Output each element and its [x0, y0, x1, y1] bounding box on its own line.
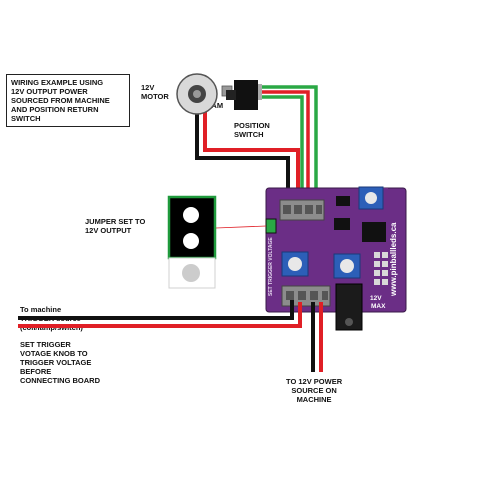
board-side-text: SET TRIGGER VOLTAGE [268, 237, 274, 296]
jumper-label: JUMPER SET TO 12V OUTPUT [85, 217, 146, 235]
motor-label: 12V MOTOR [141, 83, 169, 101]
jumper-callout [167, 195, 267, 289]
power-label: TO 12V POWER SOURCE ON MACHINE [286, 377, 343, 404]
trigger-note: SET TRIGGER VOTAGE KNOB TO TRIGGER VOLTA… [20, 340, 100, 385]
motor-wires [195, 112, 300, 206]
trigger-wires [18, 300, 302, 328]
title-box: WIRING EXAMPLE USING 12V OUTPUT POWER SO… [6, 74, 130, 127]
board-max-label-2: MAX [371, 303, 386, 310]
board-max-label-1: 12V [370, 295, 382, 302]
power-wires [311, 302, 323, 372]
motor [176, 73, 233, 115]
cam-label: CAM [206, 101, 224, 110]
board-url: www.pinballleds.ca [389, 222, 398, 297]
position-switch [226, 80, 262, 110]
controller-board [265, 186, 407, 331]
switch-wires [258, 85, 318, 206]
switch-label: POSITION SWITCH [234, 121, 270, 139]
